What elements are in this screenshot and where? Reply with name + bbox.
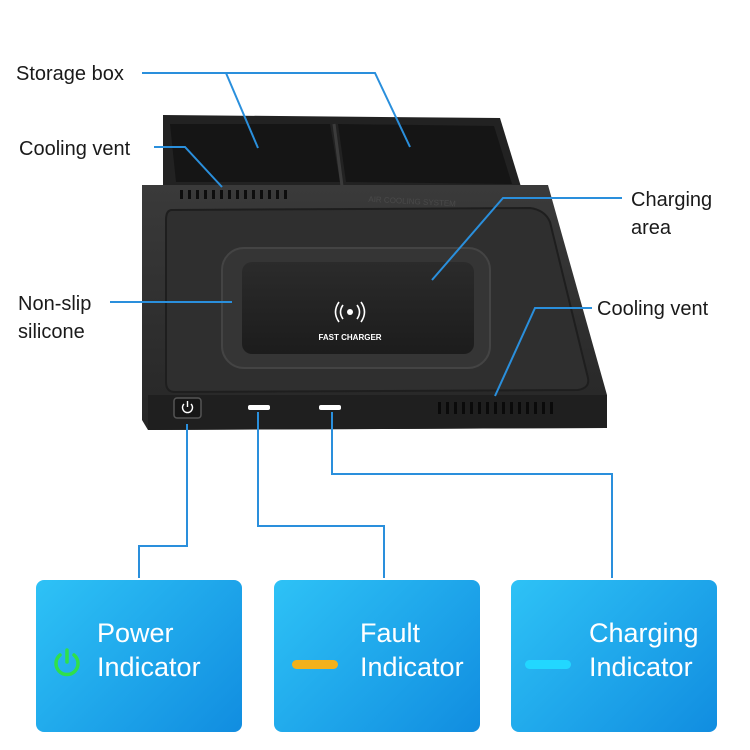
wireless-signal-icon — [334, 301, 366, 323]
charging-indicator-card: Charging Indicator — [511, 580, 717, 732]
charging-pad: FAST CHARGER — [221, 247, 491, 369]
non-slip-silicone-label-line2: silicone — [18, 321, 85, 343]
fault-indicator-card: Fault Indicator — [274, 580, 480, 732]
charging-cyan-bar-icon — [525, 660, 571, 669]
charging-indicator-title-line1: Charging — [589, 618, 699, 648]
power-indicator-title-line1: Power — [97, 618, 174, 648]
power-indicator-card: Power Indicator — [36, 580, 242, 732]
fault-indicator-title-line1: Fault — [360, 618, 421, 648]
fault-indicator-title-line2: Indicator — [360, 652, 464, 682]
power-indicator-title-line2: Indicator — [97, 652, 201, 682]
cooling-vent-top-label: Cooling vent — [19, 138, 131, 160]
power-icon — [54, 648, 80, 677]
charging-indicator-title-line2: Indicator — [589, 652, 693, 682]
top-vent-slots — [180, 190, 287, 199]
cooling-vent-right-label: Cooling vent — [597, 298, 709, 320]
charging-led — [319, 405, 341, 410]
charging-area-label-line1: Charging — [631, 189, 713, 211]
fault-amber-bar-icon — [292, 660, 338, 669]
front-vent-slots — [438, 402, 553, 414]
storage-box — [163, 115, 522, 190]
storage-box-label: Storage box — [16, 63, 124, 85]
pad-label: FAST CHARGER — [318, 333, 381, 342]
front-power-button — [173, 397, 202, 419]
leader-lines — [110, 72, 622, 578]
charging-area-label-line2: area — [631, 217, 672, 239]
non-slip-silicone-label-line1: Non-slip — [18, 293, 92, 315]
fault-led — [248, 405, 270, 410]
